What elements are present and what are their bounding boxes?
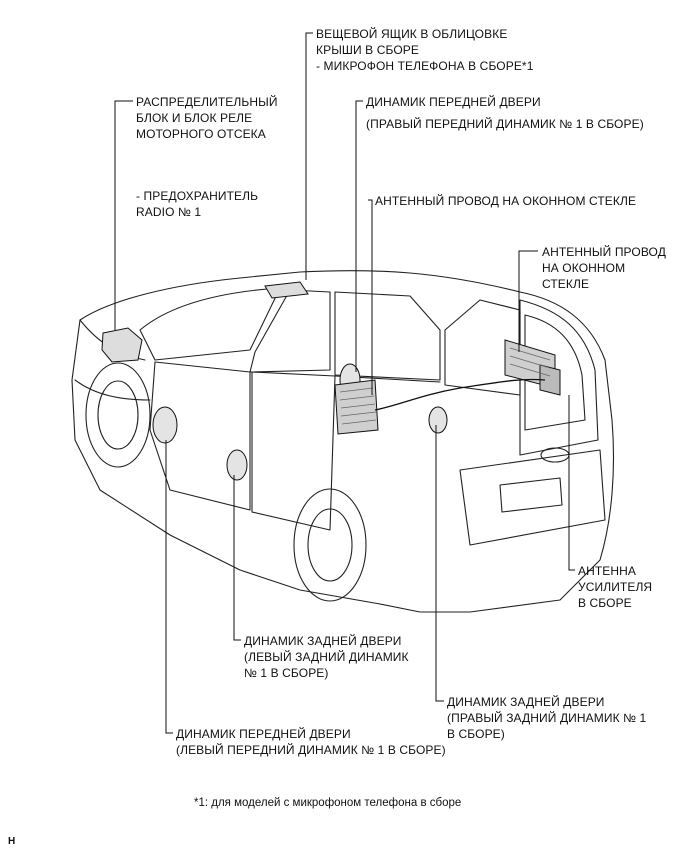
license-plate-area — [499, 477, 563, 513]
antenna-wiring — [374, 378, 546, 411]
rear-door-outline — [251, 371, 336, 531]
label-line: В СБОРЕ) — [447, 727, 505, 741]
label-line: РАСПРЕДЕЛИТЕЛЬНЫЙ — [136, 95, 278, 109]
label-line: МОТОРНОГО ОТСЕКА — [136, 127, 266, 141]
label-fuse: - ПРЕДОХРАНИТЕЛЬ RADIO № 1 — [136, 188, 258, 220]
label-line: ВЕЩЕВОЙ ЯЩИК В ОБЛИЦОВКЕ — [316, 27, 508, 41]
label-line: - МИКРОФОН ТЕЛЕФОНА В СБОРЕ*1 — [316, 59, 534, 73]
side-window-rear — [334, 291, 441, 381]
label-front-door-right-speaker: ДИНАМИК ПЕРЕДНЕЙ ДВЕРИ (ПРАВЫЙ ПЕРЕДНИЙ … — [366, 94, 644, 132]
leader-rear-door-left — [233, 475, 241, 641]
label-line: УСИЛИТЕЛЯ — [578, 580, 653, 594]
label-junction-block: РАСПРЕДЕЛИТЕЛЬНЫЙ БЛОК И БЛОК РЕЛЕ МОТОР… — [136, 94, 278, 142]
rear-door-right-speaker — [428, 406, 448, 434]
label-rear-door-left-speaker: ДИНАМИК ЗАДНЕЙ ДВЕРИ (ЛЕВЫЙ ЗАДНИЙ ДИНАМ… — [244, 633, 409, 681]
label-rear-door-right-speaker: ДИНАМИК ЗАДНЕЙ ДВЕРИ (ПРАВЫЙ ЗАДНИЙ ДИНА… — [447, 694, 646, 742]
label-line: (ЛЕВЫЙ ПЕРЕДНИЙ ДИНАМИК № 1 В СБОРЕ) — [176, 743, 446, 757]
roof-console-component — [264, 281, 309, 299]
rear-wheel — [293, 488, 367, 602]
label-line: ДИНАМИК ПЕРЕДНЕЙ ДВЕРИ — [366, 95, 541, 109]
front-wheel — [85, 362, 151, 468]
label-line: (ЛЕВЫЙ ЗАДНИЙ ДИНАМИК — [244, 650, 409, 664]
label-line: В СБОРЕ — [578, 596, 632, 610]
label-line: КРЫШИ В СБОРЕ — [316, 43, 419, 57]
label-line: RADIO № 1 — [136, 205, 202, 219]
label-line: ДИНАМИК ЗАДНЕЙ ДВЕРИ — [244, 634, 402, 648]
front-door-left-speaker — [152, 406, 178, 444]
label-antenna-wire-side: АНТЕННЫЙ ПРОВОД НА ОКОННОМ СТЕКЛЕ — [375, 193, 636, 209]
rear-door-left-speaker — [226, 449, 248, 481]
footnote: *1: для моделей с микрофоном телефона в … — [194, 797, 462, 809]
windshield-outline — [139, 287, 281, 361]
label-line: НА ОКОННОМ — [542, 261, 626, 275]
junction-block-component — [101, 327, 143, 363]
label-glovebox: ВЕЩЕВОЙ ЯЩИК В ОБЛИЦОВКЕ КРЫШИ В СБОРЕ -… — [316, 26, 533, 74]
side-glass-antenna — [334, 379, 379, 435]
leader-rear-door-right — [435, 425, 444, 702]
label-line: БЛОК И БЛОК РЕЛЕ — [136, 111, 253, 125]
label-line: СТЕКЛЕ — [542, 277, 590, 291]
label-front-door-left-speaker: ДИНАМИК ПЕРЕДНЕЙ ДВЕРИ (ЛЕВЫЙ ПЕРЕДНИЙ Д… — [176, 726, 446, 758]
side-window-front — [249, 289, 331, 373]
leader-junction — [114, 100, 133, 330]
front-door-outline — [149, 361, 251, 511]
label-line: АНТЕННА — [578, 564, 637, 578]
rear-bumper — [459, 449, 606, 546]
label-antenna-wire-rear: АНТЕННЫЙ ПРОВОД НА ОКОННОМ СТЕКЛЕ — [542, 244, 666, 292]
label-line: (ПРАВЫЙ ПЕРЕДНИЙ ДИНАМИК № 1 В СБОРЕ) — [366, 117, 644, 131]
label-line: - ПРЕДОХРАНИТЕЛЬ — [136, 189, 259, 203]
leader-amp-antenna — [568, 395, 575, 571]
rear-window — [524, 314, 586, 431]
amplifier-antenna — [539, 364, 561, 396]
label-line: ДИНАМИК ЗАДНЕЙ ДВЕРИ — [447, 695, 605, 709]
vehicle-body-outline — [71, 270, 615, 613]
leader-front-door-right — [355, 100, 363, 372]
leader-antenna-wire-2 — [518, 250, 538, 352]
label-line: ДИНАМИК ПЕРЕДНЕЙ ДВЕРИ — [176, 727, 351, 741]
label-line: АНТЕННЫЙ ПРОВОД — [542, 245, 666, 259]
label-line: (ПРАВЫЙ ЗАДНИЙ ДИНАМИК № 1 — [447, 711, 647, 725]
label-line: АНТЕННЫЙ ПРОВОД НА ОКОННОМ СТЕКЛЕ — [375, 194, 637, 208]
label-line: № 1 В СБОРЕ) — [244, 666, 329, 680]
leader-antenna-wire-1 — [368, 199, 373, 395]
leader-front-door-left — [165, 440, 173, 734]
label-amplifier-antenna: АНТЕННА УСИЛИТЕЛЯ В СБОРЕ — [578, 563, 652, 611]
figure-code: H — [8, 836, 16, 847]
rear-hatch-outline — [519, 299, 599, 456]
leader-glovebox — [305, 32, 313, 280]
